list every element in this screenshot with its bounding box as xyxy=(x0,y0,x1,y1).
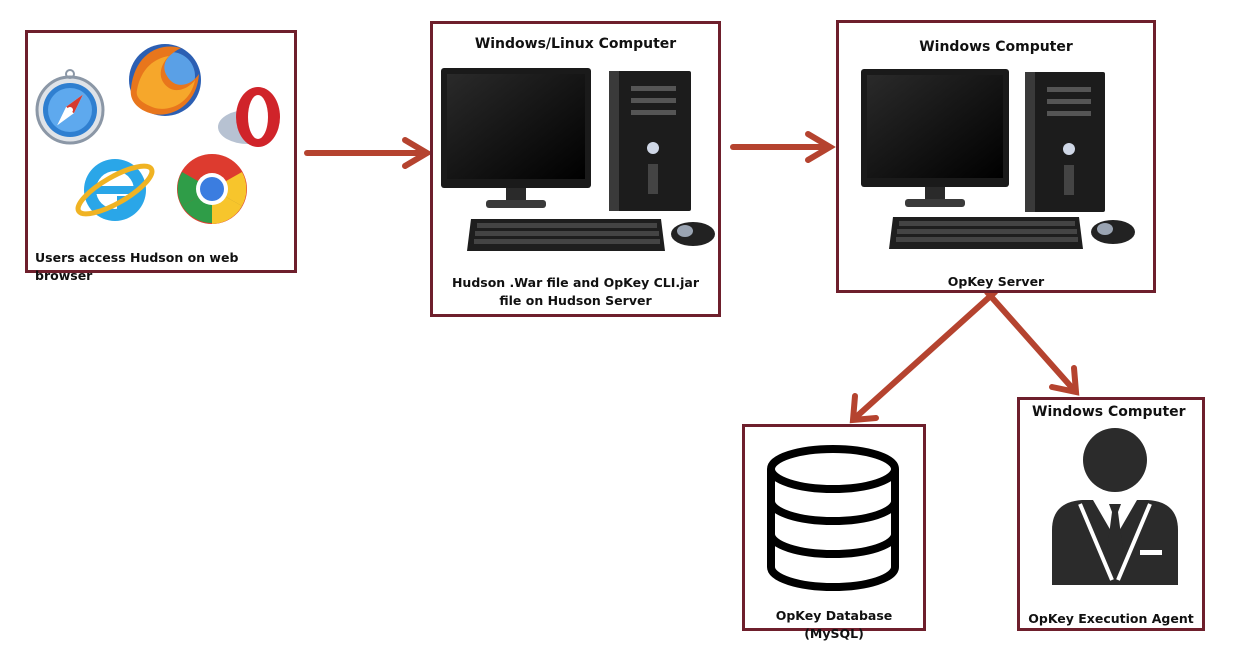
hudson-node: Windows/Linux Computer xyxy=(430,21,721,317)
database-node: OpKey Database (MySQL) xyxy=(742,424,926,641)
browser-icons xyxy=(35,44,280,224)
agent-node: Windows Computer OpKey Execution Agent xyxy=(1017,397,1205,631)
opkey-server-caption: OpKey Server xyxy=(947,274,1045,289)
hudson-caption-line2: file on Hudson Server xyxy=(499,293,652,308)
user-agent-icon xyxy=(1052,428,1178,585)
arrow-hudson-to-server xyxy=(730,131,836,163)
opera-icon xyxy=(218,87,280,147)
firefox-icon xyxy=(129,44,201,116)
database-caption: OpKey Database (MySQL) xyxy=(775,608,893,641)
opkey-server-title: Windows Computer xyxy=(919,39,1073,55)
desktop-computer-icon xyxy=(441,68,715,251)
chrome-icon xyxy=(177,154,247,224)
arrow-browser-to-hudson xyxy=(304,137,433,169)
hudson-title: Windows/Linux Computer xyxy=(474,36,677,52)
agent-title: Windows Computer xyxy=(1032,404,1186,420)
agent-caption: OpKey Execution Agent xyxy=(1028,611,1194,626)
database-icon xyxy=(767,445,899,591)
opkey-server-node: Windows Computer xyxy=(836,20,1156,293)
hudson-caption-line1: Hudson .War file and OpKey CLI.jar xyxy=(451,275,700,290)
safari-icon xyxy=(35,69,105,145)
arrow-server-to-agent xyxy=(984,289,1080,396)
browsers-node: Users access Hudson on web browser xyxy=(25,30,297,283)
arrow-server-to-database xyxy=(849,289,998,424)
desktop-computer-icon xyxy=(861,69,1135,249)
internet-explorer-icon xyxy=(75,159,155,221)
browsers-caption: Users access Hudson on web browser xyxy=(35,250,239,283)
